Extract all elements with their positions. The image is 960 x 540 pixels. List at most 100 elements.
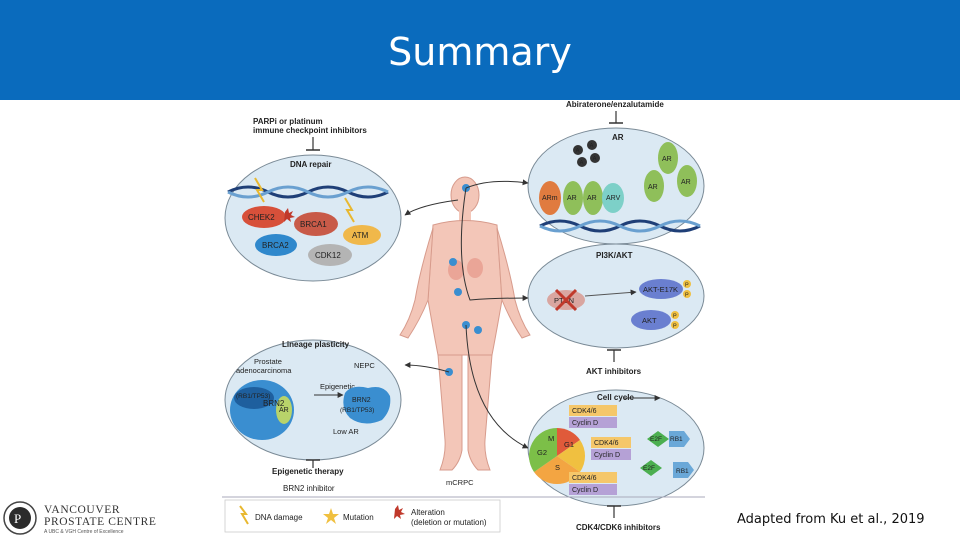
arm-receptor [539,181,561,215]
phospho-label: P [685,293,689,299]
lightning-icon [254,177,265,203]
parpi-therapy-label: PARPi or platinum [253,117,323,126]
rb1a-label: RB1 [670,436,683,443]
ligand [573,145,583,155]
phospho-icon [683,290,691,298]
arrow-to-lineage [404,362,450,373]
phase-g1-label: G1 [564,440,574,449]
phospho-label: P [673,314,677,320]
brn2-right-label: BRN2 [352,397,371,404]
title-banner [0,0,960,100]
rb1-left-label: (RB1/TP53) [236,393,270,400]
ligand [587,140,597,150]
atm-protein [343,225,381,245]
ar-panel: Abiraterone/enzalutamide AR A A A A ARm … [527,100,705,245]
svg-text:P: P [14,511,21,526]
androgen-ligands: A A A A [573,140,600,167]
brn2-left-label: BRN2 [263,399,285,408]
arrow-to-cell-cycle [465,324,529,449]
logo-emblem [9,507,31,529]
human-body-figure: mCRPC [399,176,531,487]
metastasis-icon [454,288,462,296]
m-phase [557,428,580,456]
epigenetic-therapy-label: Epigenetic therapy [272,467,344,476]
rb1-right-label: (RB1/TP53) [340,407,374,414]
legend: DNA damage Mutation Alteration (deletion… [222,496,705,533]
cyclin-box [569,417,617,428]
star-icon [323,508,339,524]
ar-label: AR [587,195,597,202]
cyclin-box [569,484,617,495]
s-phase [534,456,580,485]
cell-cycle-panel: Cell cycle CDK4/6 Cyclin D M G1 G2 S CDK… [527,389,705,532]
lineage-plasticity-panel: Lineage plasticity Prostate adenocarcino… [224,339,402,493]
summary-figure: PARPi or platinum immune checkpoint inhi… [222,100,705,533]
ar-dna-strand-2 [539,219,701,233]
dna-repair-title: DNA repair [290,160,332,169]
immune-therapy-label: immune checkpoint inhibitors [253,126,367,135]
rb1b-label: RB1 [676,468,689,475]
phospho-icon [671,321,679,329]
pi3k-akt-panel: PI3K/AKT PTEN AKT-E17K P P AKT P P AKT i… [527,243,705,376]
cdk46-box [591,437,631,448]
right-arm [496,227,531,339]
cdk12-label: CDK12 [315,251,341,260]
adeno-label: adenocarcinoma [236,366,292,375]
akt-label: AKT [642,316,657,325]
metastasis-icon [449,258,457,266]
abiraterone-label: Abiraterone/enzalutamide [566,100,664,109]
ar-receptor [583,181,603,215]
ar-receptor [563,181,583,215]
akt-protein [631,310,671,330]
g2-phase [528,427,557,472]
ligand [577,157,587,167]
arv-receptor [602,183,624,213]
right-leg [467,354,493,471]
ar-small-label: AR [279,407,289,414]
phase-g2-label: G2 [537,448,547,457]
cyclin1-label: Cyclin D [572,420,598,427]
akt-e17k-protein [639,279,683,299]
atm-label: ATM [352,231,369,240]
logo-tagline: A UBC & VGH Centre of Excellence [44,529,124,535]
phase-m-label: M [548,434,554,443]
mcrpc-label: mCRPC [446,478,474,487]
lightning-icon [239,505,249,525]
brca2-protein [255,234,297,256]
arm-label: ARm [542,195,558,202]
prostate-label: Prostate [254,357,282,366]
deletion-x-icon [554,288,578,312]
pi3k-title: PI3K/AKT [596,251,633,260]
chek2-label: CHEK2 [248,213,275,222]
cyclin3-label: Cyclin D [572,487,598,494]
ligand-label: A [576,149,580,155]
left-arm [399,227,434,339]
cdk12-protein [308,244,352,266]
logo-line1: VANCOUVER [44,504,121,516]
legend-dna-damage: DNA damage [255,513,303,522]
ar-label: AR [681,179,691,186]
dna-strand-2 [227,185,389,199]
brca1-protein [294,212,338,236]
ar-label: AR [648,184,658,191]
ligand-label: A [593,157,597,163]
left-leg [437,354,463,471]
akt-inhibitors-label: AKT inhibitors [586,367,642,376]
e2f1-label: E2F [650,436,662,443]
slide-title: Summary [388,30,572,74]
alteration-icon [284,208,295,222]
arrow-to-dna [404,199,459,216]
ar-label: AR [662,156,672,163]
organ [467,258,483,278]
cyclin2-label: Cyclin D [594,452,620,459]
legend-box [224,499,501,533]
lineage-title: Lineage plasticity [282,340,350,349]
cdk46-box [569,405,617,416]
logo-line2: PROSTATE CENTRE [44,516,157,528]
arrow-to-pi3k [460,187,529,302]
ar-label: AR [567,195,577,202]
nepc-label: NEPC [354,361,375,370]
phase-s-label: S [555,463,560,472]
phospho-icon [671,311,679,319]
ligand [590,153,600,163]
